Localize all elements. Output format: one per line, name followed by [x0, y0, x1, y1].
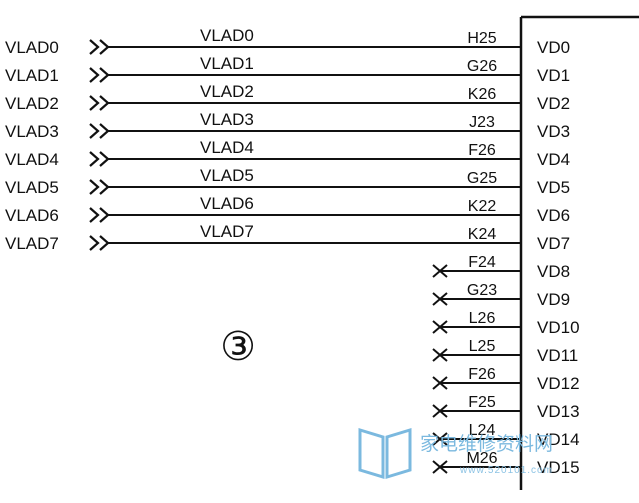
signal-label: VD6: [537, 206, 570, 225]
nc-pin-row: F25 VD13: [432, 394, 580, 421]
nc-pin-row: L25 VD11: [432, 338, 578, 365]
port-label: VLAD0: [5, 38, 59, 57]
signal-label: VD5: [537, 178, 570, 197]
no-connect-icon: [432, 264, 448, 278]
pin-number: F25: [468, 394, 496, 411]
offpage-connector-icon: [89, 235, 110, 251]
nc-pin-row: L24 VD14: [432, 422, 580, 449]
net-label: VLAD1: [200, 54, 254, 73]
pin-number: G26: [467, 58, 497, 75]
pin-number: F26: [468, 142, 496, 159]
signal-label: VD3: [537, 122, 570, 141]
signal-label: VD12: [537, 374, 580, 393]
pin-number: J23: [469, 114, 495, 131]
pin-number: L26: [469, 310, 496, 327]
port-label: VLAD2: [5, 94, 59, 113]
book-logo-icon: [358, 427, 412, 480]
signal-label: VD13: [537, 402, 580, 421]
port-label: VLAD3: [5, 122, 59, 141]
pin-number: M26: [466, 450, 497, 467]
offpage-connector-icon: [89, 95, 110, 111]
nc-pin-row: F26 VD12: [432, 366, 580, 393]
port-label: VLAD1: [5, 66, 59, 85]
no-connect-icon: [432, 460, 448, 474]
pin-number: L24: [469, 422, 496, 439]
watermark-url: www.520101.com: [459, 465, 553, 476]
watermark-text: 家电维修资料网: [420, 433, 553, 455]
signal-label: VD7: [537, 234, 570, 253]
no-connect-icon: [432, 292, 448, 306]
pin-number: K24: [468, 226, 497, 243]
pin-number: K26: [468, 86, 497, 103]
offpage-connector-icon: [89, 151, 110, 167]
offpage-connector-icon: [89, 179, 110, 195]
port-label: VLAD5: [5, 178, 59, 197]
nc-pin-row: F24 VD8: [432, 254, 570, 281]
signal-label: VD0: [537, 38, 570, 57]
net-label: VLAD4: [200, 138, 254, 157]
pin-number: F26: [468, 366, 496, 383]
pin-number: G23: [467, 282, 497, 299]
signal-label: VD2: [537, 94, 570, 113]
offpage-connector-icon: [89, 123, 110, 139]
signal-label: VD8: [537, 262, 570, 281]
nc-pin-row: G23 VD9: [432, 282, 570, 309]
signal-label: VD10: [537, 318, 580, 337]
port-label: VLAD7: [5, 234, 59, 253]
net-label: VLAD5: [200, 166, 254, 185]
offpage-connector-icon: [89, 207, 110, 223]
nc-pin-row: L26 VD10: [432, 310, 580, 337]
signal-label: VD1: [537, 66, 570, 85]
port-label: VLAD6: [5, 206, 59, 225]
signal-label: VD15: [537, 458, 580, 477]
port-label: VLAD4: [5, 150, 59, 169]
watermark: 家电维修资料网 www.520101.com: [358, 427, 553, 480]
pin-number: K22: [468, 198, 497, 215]
net-label: VLAD0: [200, 26, 254, 45]
signal-label: VD9: [537, 290, 570, 309]
offpage-connector-icon: [89, 67, 110, 83]
pin-number: H25: [467, 30, 496, 47]
no-connect-icon: [432, 404, 448, 418]
net-label: VLAD2: [200, 82, 254, 101]
net-label: VLAD6: [200, 194, 254, 213]
no-connect-icon: [432, 348, 448, 362]
no-connect-icon: [432, 320, 448, 334]
offpage-connector-icon: [89, 39, 110, 55]
section-marker: ③: [220, 324, 256, 370]
no-connect-icon: [432, 376, 448, 390]
net-label: VLAD3: [200, 110, 254, 129]
signal-label: VD4: [537, 150, 570, 169]
signal-label: VD11: [537, 346, 578, 365]
pin-number: G25: [467, 170, 497, 187]
pin-number: F24: [468, 254, 496, 271]
no-connect-icon: [432, 432, 448, 446]
signal-label: VD14: [537, 430, 580, 449]
nc-pin-row: M26 VD15: [432, 450, 580, 477]
net-label: VLAD7: [200, 222, 254, 241]
pin-number: L25: [469, 338, 496, 355]
